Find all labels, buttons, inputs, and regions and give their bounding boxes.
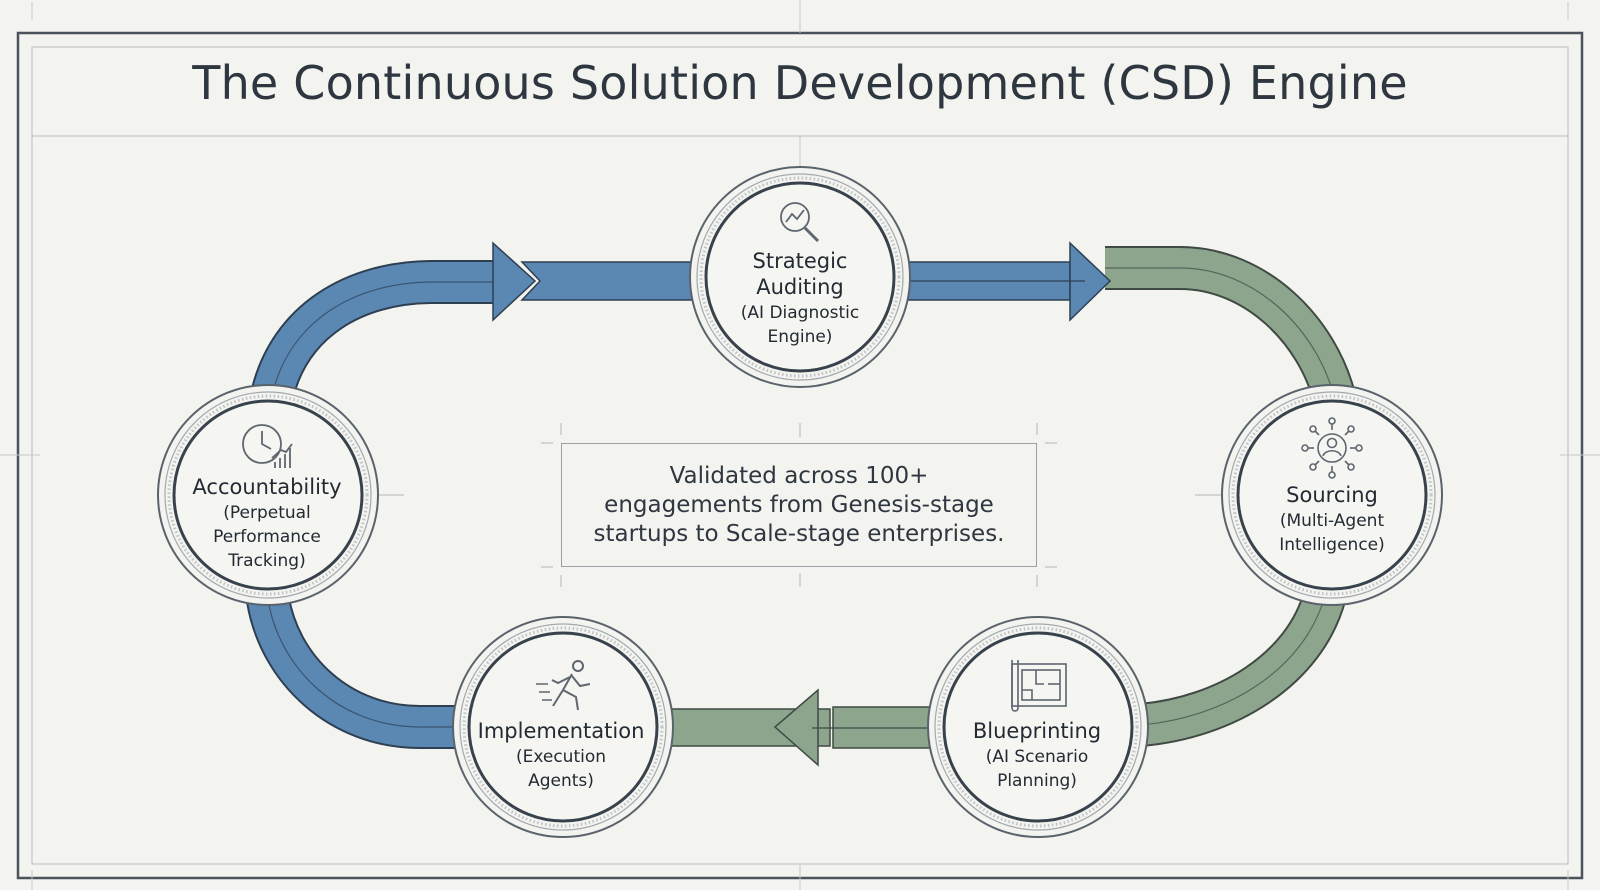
running-person-icon xyxy=(536,660,591,711)
stage-subtitle-line: Tracking) xyxy=(228,551,306,571)
stage-title-line: Implementation xyxy=(477,719,645,743)
stage-title-line: Strategic xyxy=(752,249,848,273)
stage-subtitle-line: (Multi-Agent xyxy=(1279,511,1385,531)
stage-subtitle-line: (AI Diagnostic xyxy=(740,303,860,323)
center-guides xyxy=(376,423,1222,587)
stage-title-line: Auditing xyxy=(756,275,844,299)
blueprint-icon xyxy=(1011,660,1067,712)
stage-subtitle-line: Agents) xyxy=(528,771,594,791)
clock-chart-icon xyxy=(242,424,293,468)
stage-subtitle-line: Intelligence) xyxy=(1279,535,1385,555)
stage-blueprinting-label: Blueprinting (AI Scenario Planning) xyxy=(942,718,1132,792)
page-title: The Continuous Solution Development (CSD… xyxy=(192,56,1408,110)
stage-subtitle-line: Engine) xyxy=(767,327,833,347)
stage-title-line: Blueprinting xyxy=(972,719,1102,743)
stage-subtitle-line: Performance xyxy=(213,527,321,547)
validation-text: Validated across 100+ engagements from G… xyxy=(593,462,1005,547)
stage-subtitle-line: Planning) xyxy=(997,771,1077,791)
stage-node-implementation xyxy=(452,616,674,838)
stage-title-line: Sourcing xyxy=(1286,483,1378,507)
blue-flow xyxy=(246,241,1112,749)
green-flow xyxy=(667,246,1357,767)
stage-node-accountability xyxy=(157,384,379,606)
stage-title-line: Accountability xyxy=(192,475,342,499)
validation-callout: Validated across 100+ engagements from G… xyxy=(561,443,1037,567)
stage-subtitle-line: (AI Scenario xyxy=(985,747,1089,767)
stage-strategic-auditing-label: Strategic Auditing (AI Diagnostic Engine… xyxy=(705,248,895,348)
network-person-icon xyxy=(1301,417,1363,479)
stage-accountability-label: Accountability (Perpetual Performance Tr… xyxy=(172,474,362,572)
stage-subtitle-line: (Execution xyxy=(515,747,607,767)
magnifier-chart-icon xyxy=(780,202,820,243)
stage-implementation-label: Implementation (Execution Agents) xyxy=(466,718,656,792)
stage-node-sourcing xyxy=(1221,384,1443,606)
stage-node-blueprinting xyxy=(927,616,1149,838)
stage-subtitle-line: (Perpetual xyxy=(223,503,311,523)
stage-sourcing-label: Sourcing (Multi-Agent Intelligence) xyxy=(1237,482,1427,556)
stage-node-strategic-auditing xyxy=(689,166,911,388)
